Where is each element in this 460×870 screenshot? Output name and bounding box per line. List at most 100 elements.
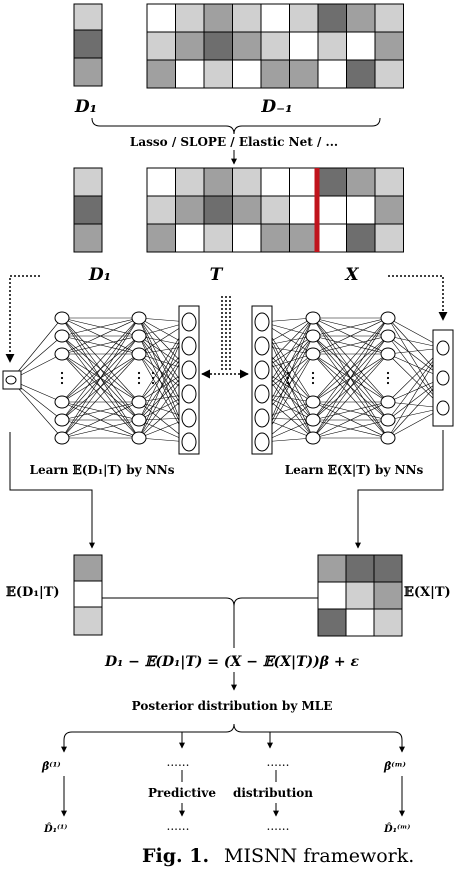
e-x-t-cell	[345, 554, 375, 583]
dots-3: ......	[167, 819, 190, 833]
nn-node	[436, 340, 450, 356]
nn-left-to-ed1-arrow	[9, 432, 95, 549]
e-x-t-cell	[317, 581, 347, 610]
posterior-branch-brace	[63, 723, 403, 748]
nn-node	[54, 311, 70, 325]
dots-2: ......	[267, 755, 290, 769]
d-minus1-cell	[203, 59, 233, 89]
tx-cell	[203, 195, 233, 225]
figure-caption-text: MISNN framework.	[224, 845, 414, 867]
nn-node	[54, 431, 70, 445]
nn-node	[380, 347, 396, 361]
t-dotted-connector	[201, 296, 249, 379]
nn-edge	[61, 317, 140, 439]
e-x-t-cell	[345, 581, 375, 610]
d-minus1-matrix-top	[146, 3, 404, 89]
nn-ellipsis-dot	[60, 381, 64, 385]
d-minus1-cell	[346, 59, 376, 89]
tx-cell	[374, 223, 404, 253]
d-minus1-cell	[203, 3, 233, 33]
nn-node	[305, 347, 321, 361]
tx-cell	[260, 223, 290, 253]
nn-ellipsis-dot	[60, 376, 64, 380]
nn-edge	[312, 335, 389, 355]
d1-matrix-selected	[73, 167, 103, 253]
dots-4: ......	[267, 819, 290, 833]
nn-node	[254, 408, 270, 428]
nn-ellipsis-dot	[60, 371, 64, 375]
tx-cell	[203, 223, 233, 253]
nn-node	[380, 431, 396, 445]
nn-edge	[312, 335, 389, 439]
tx-cell	[346, 223, 376, 253]
nn-node	[305, 431, 321, 445]
nn-node	[254, 336, 270, 356]
tx-cell	[374, 167, 404, 197]
nn-edge	[61, 335, 140, 439]
nn-ellipsis-dot	[151, 371, 155, 375]
tx-cell	[289, 223, 319, 253]
nn-node	[131, 311, 147, 325]
tx-cell	[175, 167, 205, 197]
nn-node	[380, 311, 396, 325]
e-x-t-cell	[373, 554, 403, 583]
nn-node	[181, 312, 197, 332]
nn-edge	[312, 317, 389, 421]
d-minus1-cell	[203, 31, 233, 61]
d-minus1-cell	[289, 59, 319, 89]
nn-node	[254, 432, 270, 452]
nn-node	[380, 329, 396, 343]
nn-ellipsis-dot	[286, 371, 290, 375]
t-label: T	[210, 265, 224, 285]
nn-ellipsis-dot	[386, 376, 390, 380]
nn-edge	[312, 317, 389, 355]
nn-ellipsis-dot	[386, 381, 390, 385]
nn-node	[131, 413, 147, 427]
nn-ellipsis-dot	[151, 381, 155, 385]
nn-node	[131, 395, 147, 409]
d-minus1-cell	[232, 31, 262, 61]
predictive-label: Predictive	[148, 786, 216, 800]
x-label: X	[344, 265, 359, 285]
e-x-t-cell	[373, 608, 403, 637]
d1-label-top: D₁	[74, 97, 97, 117]
tx-cell	[146, 167, 176, 197]
d-minus1-cell	[260, 59, 290, 89]
nn-node	[54, 395, 70, 409]
nn-node	[131, 329, 147, 343]
tx-cell	[146, 223, 176, 253]
figure-caption-label: Fig. 1.	[142, 845, 209, 867]
nn-node	[436, 400, 450, 416]
nn-right-to-ex-arrow	[355, 430, 444, 549]
nn-edge	[61, 401, 140, 439]
e-x-t-matrix	[317, 554, 403, 637]
nn-node	[305, 311, 321, 325]
x-to-nn-dotted-arrow	[388, 275, 448, 321]
nn-edge	[312, 317, 389, 439]
nn-ellipsis-dot	[311, 381, 315, 385]
tx-cell	[317, 167, 347, 197]
tx-cell	[260, 167, 290, 197]
nn-edge	[61, 317, 140, 403]
nn-ellipsis-dot	[311, 371, 315, 375]
nn-node	[131, 431, 147, 445]
d-minus1-cell	[374, 59, 404, 89]
d-minus1-cell	[146, 31, 176, 61]
d-minus1-cell	[146, 3, 176, 33]
nn-edge	[61, 419, 140, 439]
nn-ellipsis-dot	[151, 376, 155, 380]
d1hat-sample-m: D̂₁⁽ᵐ⁾	[383, 823, 410, 835]
d1-label-mid: D₁	[88, 265, 111, 285]
nn-node	[131, 347, 147, 361]
nn-edge	[10, 379, 63, 439]
nn-ellipsis-dot	[137, 376, 141, 380]
nn-node	[181, 384, 197, 404]
nn-node	[181, 360, 197, 380]
penalty-brace	[91, 117, 381, 135]
nn-edge	[61, 317, 140, 355]
nn-edge	[61, 353, 140, 439]
d-minus1-cell	[317, 3, 347, 33]
d-minus1-label: D₋₁	[260, 97, 292, 117]
d-minus1-cell	[175, 3, 205, 33]
nn-ellipsis-dot	[386, 371, 390, 375]
